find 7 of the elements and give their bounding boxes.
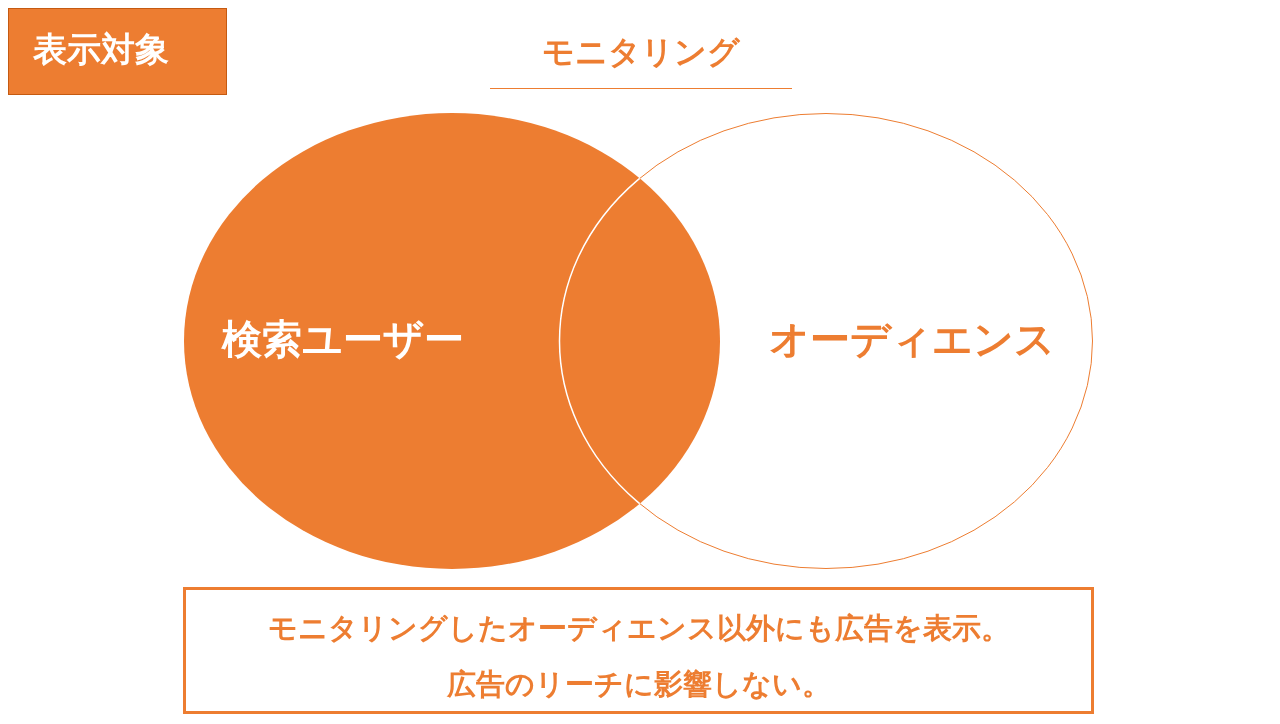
circle-label: オーディエンス	[769, 315, 1055, 364]
note-text: モニタリングしたオーディエンス以外にも広告を表示。	[266, 610, 1011, 647]
circle-label: 検索ユーザー	[222, 315, 464, 364]
note-box	[183, 587, 1094, 714]
title: モニタリング	[490, 28, 792, 89]
tag-box: 表示対象	[8, 8, 227, 95]
note-text: 広告のリーチに影響しない。	[445, 666, 832, 703]
